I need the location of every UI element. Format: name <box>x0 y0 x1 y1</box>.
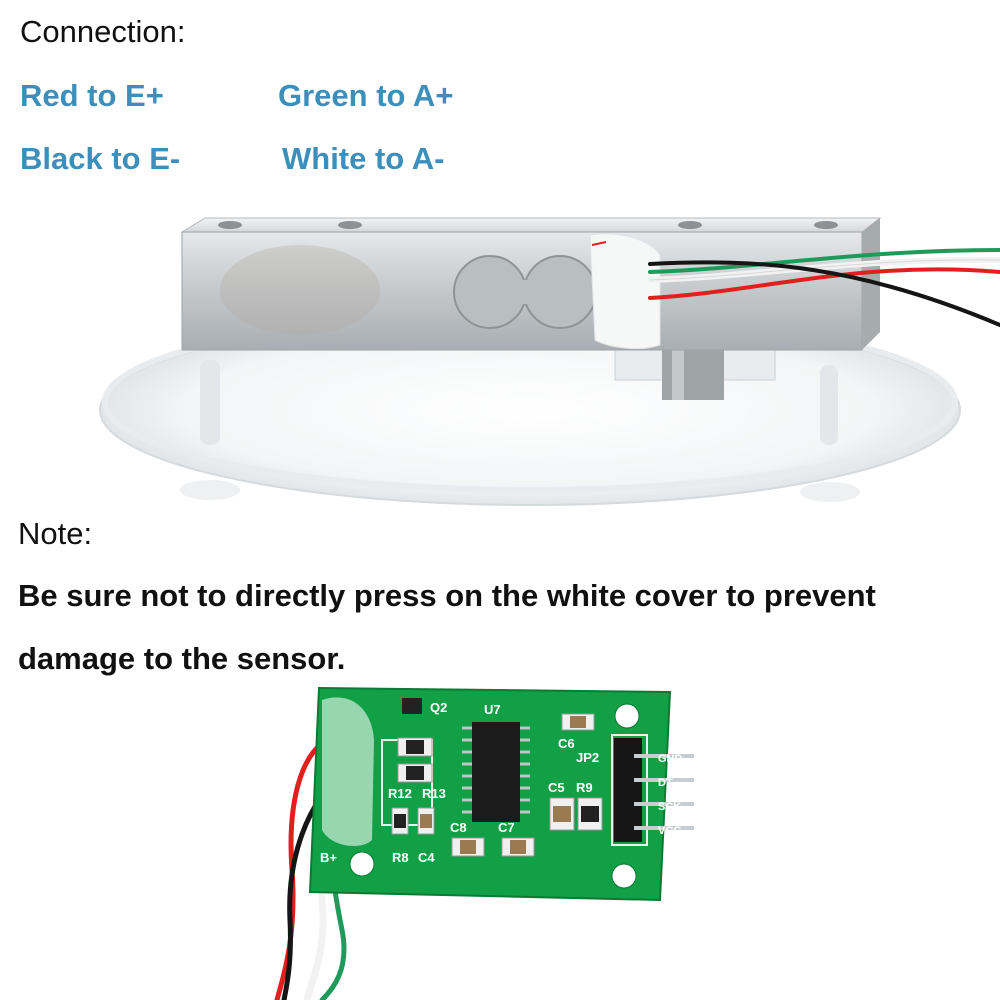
connection-green: Green to A+ <box>278 78 454 113</box>
jp2-header-pins <box>614 738 694 842</box>
aluminum-load-cell-bar <box>180 217 882 351</box>
hx711-board-illustration: Q2 U7 C6 JP2 R12 R13 C5 R9 C8 C7 B+ R8 C… <box>274 686 694 1000</box>
note-heading: Note: <box>18 516 93 551</box>
label-c8: C8 <box>450 820 467 835</box>
note-line-1: Be sure not to directly press on the whi… <box>18 578 876 613</box>
label-c4: C4 <box>418 850 435 865</box>
label-sck: SCK <box>658 801 681 813</box>
connection-red: Red to E+ <box>20 78 164 113</box>
label-c6: C6 <box>558 736 575 751</box>
connection-black: Black to E- <box>20 141 181 176</box>
label-r8: R8 <box>392 850 409 865</box>
label-r13: R13 <box>422 786 446 801</box>
label-vcc: VCC <box>658 825 681 837</box>
label-c7: C7 <box>498 820 515 835</box>
label-c5: C5 <box>548 780 565 795</box>
load-cell-illustration <box>99 217 1000 506</box>
label-bplus: B+ <box>320 850 337 865</box>
connection-heading: Connection: <box>20 14 186 49</box>
label-jp2: JP2 <box>576 750 599 765</box>
label-u7: U7 <box>484 702 501 717</box>
label-q2: Q2 <box>430 700 447 715</box>
label-gnd: GND <box>658 753 683 765</box>
hx711-chip <box>462 722 530 822</box>
smd-components <box>391 698 603 857</box>
connection-white: White to A- <box>282 141 445 176</box>
label-dt: DT <box>658 777 673 789</box>
note-line-2: damage to the sensor. <box>18 641 346 676</box>
label-r12: R12 <box>388 786 412 801</box>
label-r9: R9 <box>576 780 593 795</box>
load-cell-wires <box>647 248 1000 327</box>
